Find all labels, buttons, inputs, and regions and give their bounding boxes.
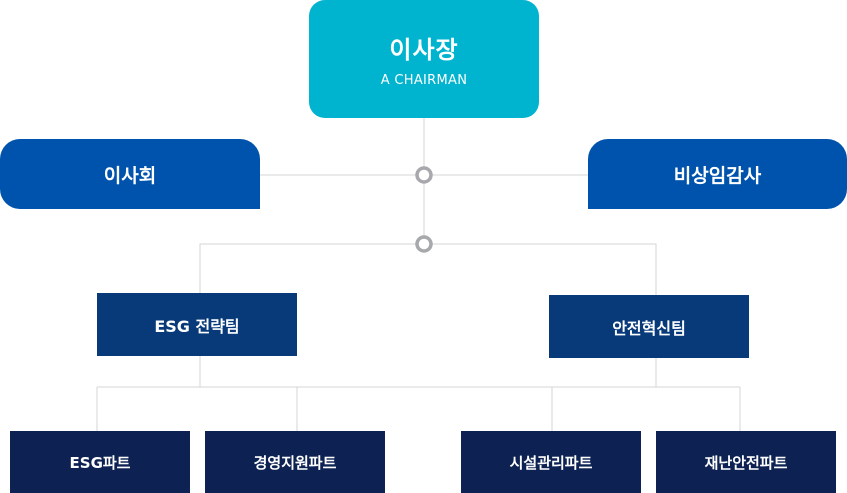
management-support-part-box: 경영지원파트 [205, 431, 385, 493]
chairman-title: 이사장 [389, 36, 459, 64]
disaster-safety-part-box: 재난안전파트 [656, 431, 836, 493]
safety-innovation-team-box: 안전혁신팀 [549, 295, 749, 358]
chairman-box: 이사장 A CHAIRMAN [309, 0, 539, 118]
chairman-subtitle: A CHAIRMAN [380, 73, 468, 88]
facility-management-part-box: 시설관리파트 [461, 431, 641, 493]
junction-node-board [415, 166, 433, 184]
board-box: 이사회 [0, 139, 260, 209]
auditor-box: 비상임감사 [588, 139, 847, 209]
esg-strategy-team-box: ESG 전략팀 [97, 293, 297, 356]
junction-node-teams [415, 235, 433, 253]
esg-part-box: ESG파트 [10, 431, 190, 493]
